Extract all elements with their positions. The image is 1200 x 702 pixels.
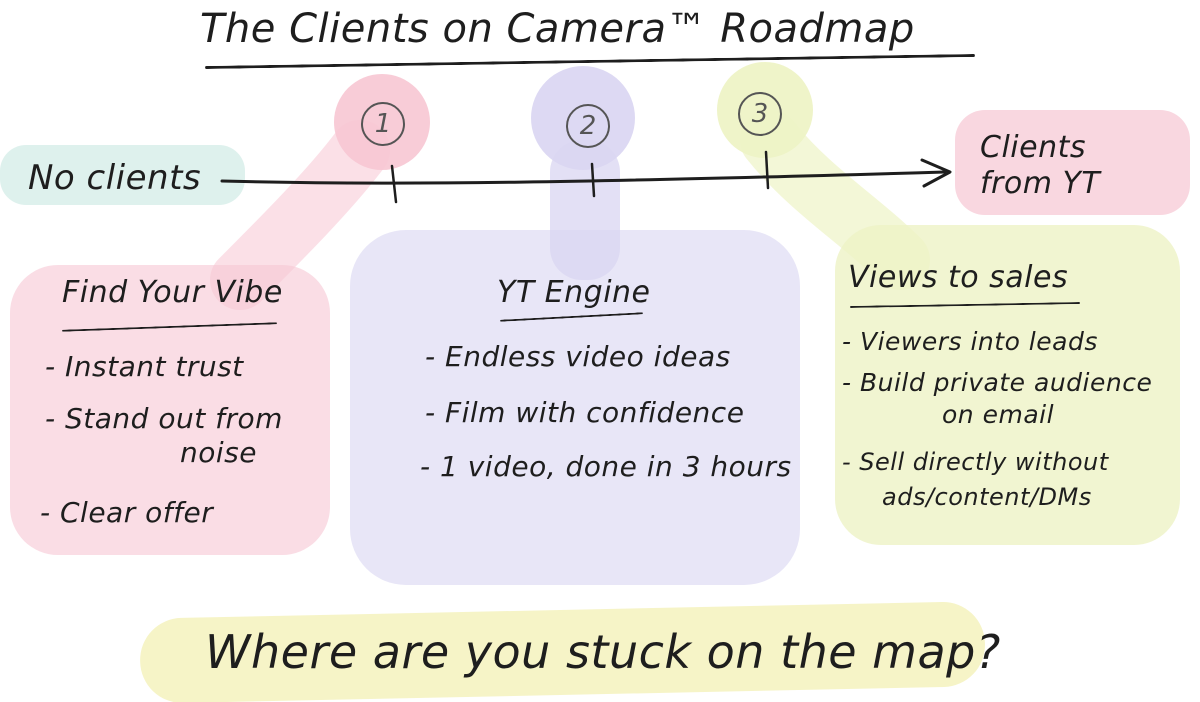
timeline-end-line2: from YT <box>980 166 1101 201</box>
card-3-item-3: - Sell directly without <box>842 448 1109 476</box>
footer-question: Where are you stuck on the map? <box>205 625 1001 679</box>
card-1-item-2: - Stand out from <box>45 402 283 435</box>
tick-2 <box>590 162 596 198</box>
timeline-start-label: No clients <box>28 158 202 198</box>
card-3-item-2: - Build private audience <box>842 368 1153 397</box>
card-1-item-1: - Instant trust <box>45 350 244 383</box>
card-1-item-3: - Clear offer <box>40 496 214 529</box>
card-3-item-3-cont: ads/content/DMs <box>882 483 1092 511</box>
tick-3 <box>764 150 770 190</box>
card-3-highlight <box>835 225 1180 545</box>
card-1-highlight <box>10 265 330 555</box>
card-2-title: YT Engine <box>497 275 651 310</box>
card-1-title: Find Your Vibe <box>62 275 283 310</box>
tick-1 <box>390 164 398 204</box>
stage-1-number: 1 <box>361 102 405 146</box>
card-2-item-2: - Film with confidence <box>425 396 745 429</box>
timeline-line <box>220 170 947 185</box>
stage-3-number: 3 <box>738 92 782 136</box>
end-highlight <box>955 110 1190 215</box>
timeline-end-line1: Clients <box>980 130 1086 165</box>
card-2-item-3: - 1 video, done in 3 hours <box>420 450 792 483</box>
stage-1-swoosh <box>210 120 390 310</box>
start-highlight <box>0 145 245 205</box>
card-3-item-2-cont: on email <box>942 400 1055 429</box>
footer-highlight <box>140 601 985 702</box>
card-3-item-1: - Viewers into leads <box>842 327 1098 356</box>
timeline-end-label: Clients from YT <box>980 130 1100 202</box>
timeline-arrowhead <box>920 158 952 188</box>
card-3-title: Views to sales <box>848 260 1069 295</box>
card-1-item-2-cont: noise <box>180 436 257 469</box>
page-title: The Clients on Camera™ Roadmap <box>200 6 915 52</box>
card-2-highlight <box>350 230 800 585</box>
stage-2-number: 2 <box>566 104 610 148</box>
card-2-item-1: - Endless video ideas <box>425 340 731 373</box>
